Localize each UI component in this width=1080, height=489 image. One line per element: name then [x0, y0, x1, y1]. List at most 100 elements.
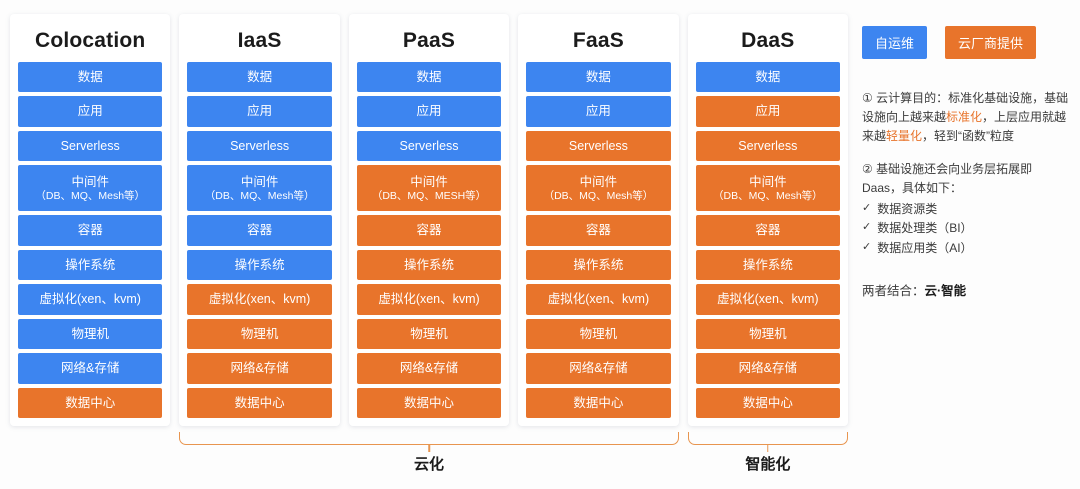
brace-intelligentization — [687, 432, 849, 445]
stack-layer: Serverless — [18, 130, 163, 162]
stack-layer-label: 网络&存储 — [738, 361, 797, 376]
stack-layer: Serverless — [695, 130, 841, 162]
stack-layer: 网络&存储 — [526, 353, 671, 384]
stack-layer-label: 数据中心 — [65, 395, 116, 410]
stack-layer-sublabel: （DB、MQ、MESH等） — [371, 190, 487, 202]
stack-layer: 网络&存储 — [356, 353, 502, 384]
stack-layer: 虚拟化(xen、kvm) — [187, 284, 332, 315]
legend: 自运维 云厂商提供 — [862, 26, 1070, 59]
note-1-part5: ， — [922, 128, 935, 143]
stack-layer-label: 虚拟化(xen、kvm) — [208, 292, 311, 307]
stack-layer: 容器 — [187, 215, 332, 246]
stack-layer-sublabel: （DB、MQ、Mesh等） — [543, 190, 654, 202]
legend-chip-cloud-provided: 云厂商提供 — [945, 26, 1037, 59]
stack-layer-label: 数据 — [77, 70, 103, 85]
stack-layer-label: 应用 — [247, 104, 273, 119]
stack-layer: 操作系统 — [526, 249, 671, 281]
note-1-text: ① 云计算目的：标准化基础设施，基础设施向上越来越标准化，上层应用就越来越轻量化… — [862, 89, 1070, 146]
stack-layer-label: 中间件 — [749, 174, 787, 189]
stack-card-title: DaaS — [741, 29, 795, 52]
stack-layer: Serverless — [187, 130, 332, 162]
stack-layer-label: 数据 — [247, 70, 273, 85]
stack-layer-label: 数据 — [585, 70, 611, 85]
note-2-line2: 即Daas，具体如下： — [862, 161, 1033, 195]
stack-layer: 应用 — [695, 96, 841, 127]
stack-layer: 物理机 — [18, 318, 163, 350]
stack-layer-label: 中间件 — [410, 174, 448, 189]
note-1-part1: 云计算目的：标准化基础设 — [876, 91, 1021, 105]
note-2-marker: ② — [862, 161, 873, 176]
note-1-marker: ① — [862, 91, 873, 105]
stack-layer: 数据 — [695, 62, 841, 93]
stack-layer: 数据 — [356, 62, 502, 93]
stack-layer-label: 数据 — [416, 70, 442, 85]
stack-layer-label: 操作系统 — [742, 257, 793, 272]
note-1-part4: ，上层应用就越来越 — [862, 109, 1067, 143]
brace-cloudification — [179, 432, 679, 445]
stack-layer-label: 应用 — [77, 104, 103, 119]
stack-layer-label: 数据中心 — [404, 395, 455, 410]
stack-layer: 虚拟化(xen、kvm) — [526, 284, 671, 315]
stack-layer-label: 应用 — [585, 104, 611, 119]
stack-layer-label: 容器 — [77, 223, 103, 238]
stack-layer-label: 网络&存储 — [230, 361, 289, 376]
stack-layer: 物理机 — [187, 318, 332, 350]
check-list-item: ✓数据资源类 — [862, 200, 1070, 219]
note-1-highlight-lightweight: 轻量化 — [886, 128, 923, 143]
brace-label-intelligentization: 智能化 — [745, 456, 791, 473]
stack-layer: 应用 — [526, 96, 671, 127]
stack-layer: 物理机 — [356, 318, 502, 350]
stack-layer: 数据中心 — [187, 387, 332, 419]
stack-layer-sublabel: （DB、MQ、Mesh等） — [712, 190, 823, 202]
right-info-panel: 自运维 云厂商提供 ① 云计算目的：标准化基础设施，基础设施向上越来越标准化，上… — [862, 26, 1070, 299]
stack-layer-label: Serverless — [568, 138, 628, 153]
stack-layer: 虚拟化(xen、kvm) — [356, 284, 502, 315]
footer-conclusion: 两者结合：云·智能 — [862, 280, 1070, 299]
stack-layer: 应用 — [356, 96, 502, 127]
note-1-highlight-standardization-a: 标准 — [946, 109, 971, 124]
daas-category-list: ✓数据资源类✓数据处理类（BI）✓数据应用类（AI） — [862, 200, 1070, 258]
stack-card-title: IaaS — [237, 29, 282, 52]
footer-strong: 云·智能 — [924, 284, 967, 299]
stack-layer: 物理机 — [695, 318, 841, 350]
stack-layer: 应用 — [187, 96, 332, 127]
stack-layer-label: 应用 — [416, 104, 442, 119]
note-2-text: ② 基础设施还会向业务层拓展即Daas，具体如下： — [862, 160, 1070, 198]
note-infrastructure-to-business-layer: ② 基础设施还会向业务层拓展即Daas，具体如下： ✓数据资源类✓数据处理类（B… — [862, 160, 1070, 258]
stack-card-title: FaaS — [572, 29, 624, 52]
note-2-line1: 基础设施还会向业务层拓展 — [876, 161, 1021, 176]
legend-chip-self-managed: 自运维 — [862, 26, 928, 59]
stack-layer: 网络&存储 — [187, 353, 332, 384]
note-1-part2: 施，基础设施向上越来越 — [862, 91, 1069, 124]
check-icon: ✓ — [862, 240, 872, 253]
stack-layer-label: 物理机 — [240, 326, 279, 341]
stack-layer: 中间件（DB、MQ、Mesh等） — [18, 165, 163, 212]
stack-layer: 操作系统 — [695, 249, 841, 281]
stack-layer: 容器 — [356, 215, 502, 246]
stack-layer: 操作系统 — [18, 249, 163, 281]
stack-layer: 网络&存储 — [695, 353, 841, 384]
stack-layer: 数据中心 — [695, 387, 841, 419]
stack-layer-label: 网络&存储 — [399, 361, 459, 376]
stack-layer-label: 虚拟化(xen、kvm) — [547, 292, 650, 307]
brace-label-cloudification: 云化 — [414, 456, 445, 473]
stack-layer-label: 操作系统 — [65, 257, 116, 272]
stack-card-title: Colocation — [34, 29, 146, 52]
stack-layer-label: Serverless — [399, 138, 459, 153]
stack-layer: 数据 — [526, 62, 671, 93]
stack-layer-label: 操作系统 — [234, 257, 285, 272]
stack-layer: 容器 — [526, 215, 671, 246]
stack-layer-label: 中间件 — [240, 174, 279, 189]
stack-layer-label: 虚拟化(xen、kvm) — [717, 292, 819, 307]
stack-layer-label: Serverless — [230, 138, 290, 153]
stack-layer: Serverless — [526, 130, 671, 162]
stack-layer: 物理机 — [526, 318, 671, 350]
